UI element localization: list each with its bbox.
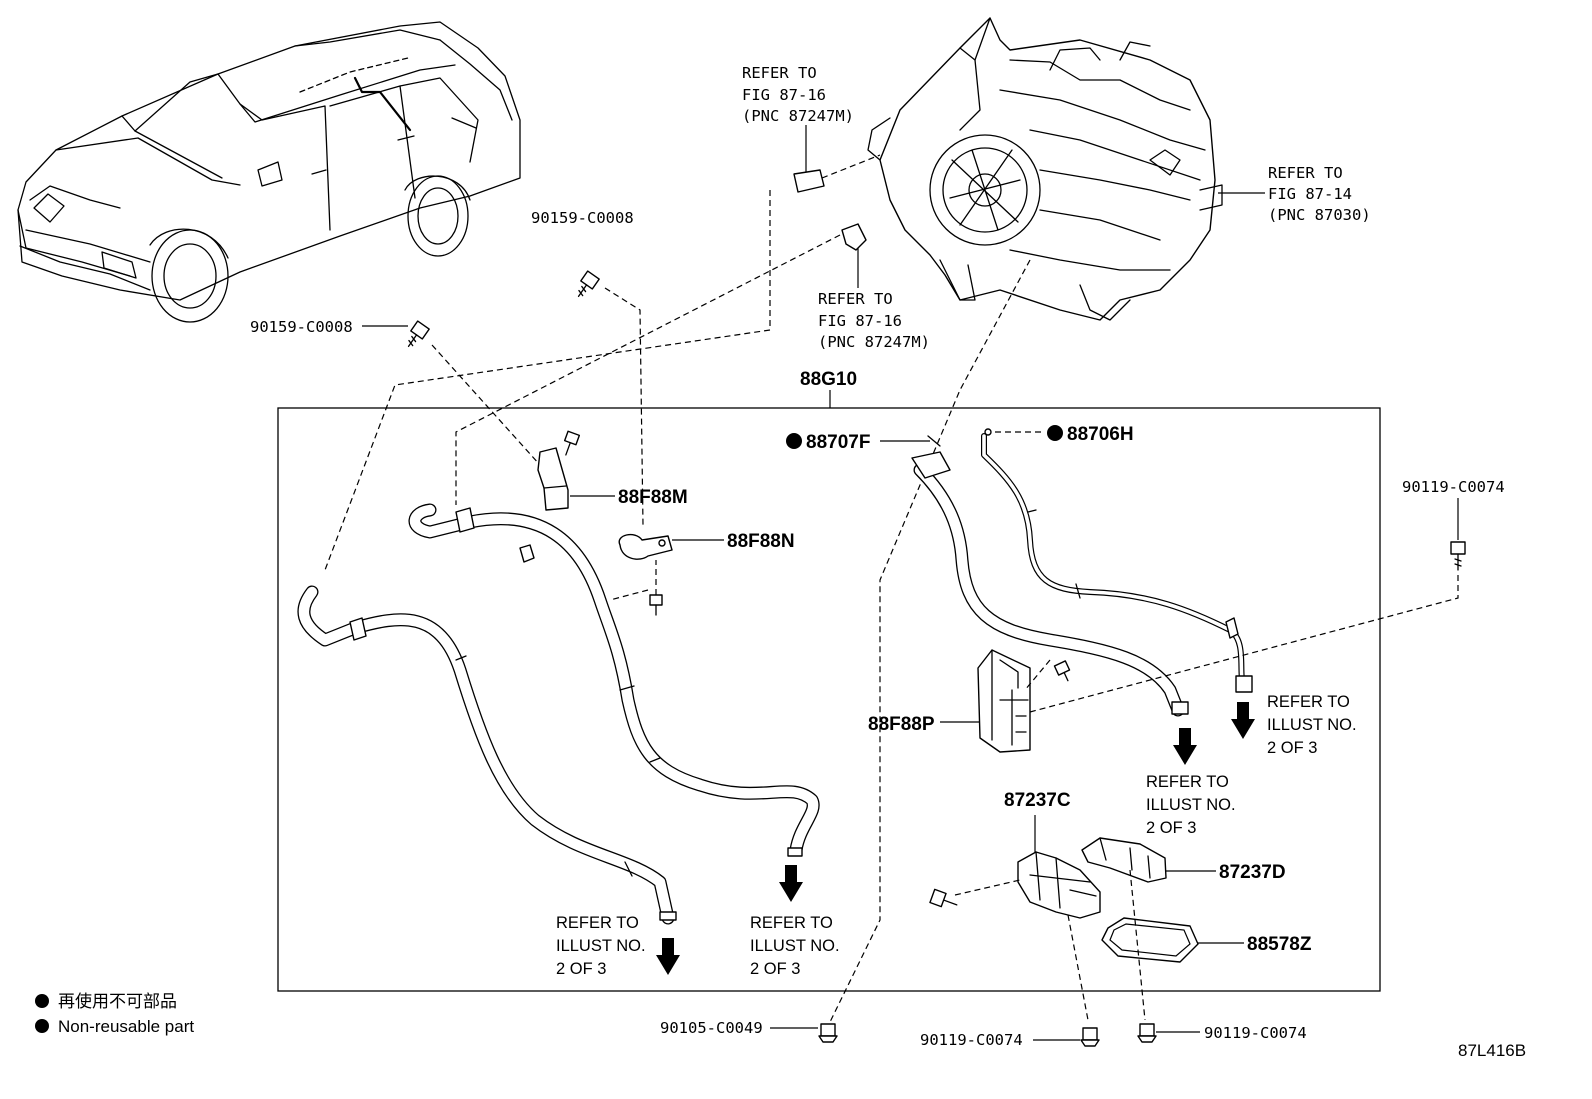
right-hose-assembly (911, 433, 1253, 717)
part-87237d-label: 87237D (1219, 862, 1286, 883)
clip-87247m-lower (841, 223, 867, 251)
bracket-88f88p: 88F88P (868, 649, 1071, 753)
clip-87247m-upper (793, 169, 825, 193)
bolt-icon (1450, 541, 1466, 571)
right-hose-1-ref-line3: 2 OF 3 (1146, 819, 1196, 837)
duct-parts: 87237C 87237D 88578Z (929, 790, 1312, 1021)
bolt-left-label: 90159-C0008 (250, 318, 353, 336)
bolt-icon (577, 270, 600, 298)
bolt-icon (407, 320, 430, 348)
clamp-88f88n: 88F88N (609, 531, 795, 616)
non-reusable-dot-icon (786, 433, 802, 449)
right-hose-2-ref-line2: ILLUST NO. (1267, 716, 1357, 734)
group-label: 88G10 (800, 369, 857, 390)
non-reusable-dot-icon (1047, 425, 1063, 441)
left-hose-2-ref-line3: 2 OF 3 (750, 960, 800, 978)
part-88578z-label: 88578Z (1247, 934, 1312, 955)
bracket-88f88m: 88F88M (537, 430, 688, 511)
left-hose-2-ref-line1: REFER TO (750, 914, 833, 932)
left-hose-assembly (297, 503, 820, 925)
ref-87-14-line1: REFER TO (1268, 164, 1343, 182)
ref-87-16-top-line3: (PNC 87247M) (742, 107, 854, 125)
figure-id: 87L416B (1458, 1041, 1526, 1060)
non-reusable-dot-icon (35, 1019, 49, 1033)
part-88706h-label: 88706H (1067, 424, 1134, 445)
part-88707f-label: 88707F (806, 432, 870, 453)
bolt-bottom-1-label: 90105-C0049 (660, 1019, 763, 1037)
down-arrow-icon (1173, 728, 1197, 765)
legend-en: Non-reusable part (58, 1017, 194, 1036)
ref-leaders-top: REFER TO FIG 87-16 (PNC 87247M) REFER TO… (324, 64, 1371, 571)
ref-87-16-mid-line3: (PNC 87247M) (818, 333, 930, 351)
ref-87-14-line2: FIG 87-14 (1268, 185, 1352, 203)
legend: 再使用不可部品 Non-reusable part (35, 991, 194, 1036)
ref-87-16-mid-line1: REFER TO (818, 290, 893, 308)
left-hose-2-ref-line2: ILLUST NO. (750, 937, 840, 955)
bolt-top-label: 90159-C0008 (531, 209, 634, 227)
part-87237c-label: 87237C (1004, 790, 1071, 811)
bolt-icon (1137, 1023, 1157, 1043)
non-reusable-dot-icon (35, 994, 49, 1008)
part-88f88n-label: 88F88N (727, 531, 795, 552)
right-illust-refs: REFER TO ILLUST NO. 2 OF 3 REFER TO ILLU… (1146, 693, 1357, 837)
right-hose-1-ref-line2: ILLUST NO. (1146, 796, 1236, 814)
left-hose-1-ref-line3: 2 OF 3 (556, 960, 606, 978)
down-arrow-icon (1231, 702, 1255, 739)
right-hose-1-ref-line1: REFER TO (1146, 773, 1229, 791)
ref-87-16-top-line1: REFER TO (742, 64, 817, 82)
down-arrow-icon (656, 938, 680, 975)
left-hose-1-ref-line2: ILLUST NO. (556, 937, 646, 955)
left-hose-1-ref-line1: REFER TO (556, 914, 639, 932)
ref-87-14-line3: (PNC 87030) (1268, 206, 1371, 224)
bolt-icon (818, 1023, 838, 1043)
part-88f88p-label: 88F88P (868, 714, 935, 735)
bolt-icon (1080, 1027, 1100, 1047)
left-illust-refs: REFER TO ILLUST NO. 2 OF 3 REFER TO ILLU… (556, 865, 840, 978)
group-88g10-frame (277, 407, 1381, 992)
bolt-bottom-3-label: 90119-C0074 (1204, 1024, 1307, 1042)
legend-jp: 再使用不可部品 (58, 991, 177, 1011)
right-hose-2-ref-line1: REFER TO (1267, 693, 1350, 711)
heater-unit-illustration (867, 17, 1223, 321)
ref-87-16-mid-line2: FIG 87-16 (818, 312, 902, 330)
bolt-bottom-2-label: 90119-C0074 (920, 1031, 1023, 1049)
vehicle-illustration (17, 21, 521, 323)
part-88f88m-label: 88F88M (618, 487, 688, 508)
down-arrow-icon (779, 865, 803, 902)
ref-87-16-top-line2: FIG 87-16 (742, 86, 826, 104)
right-hose-2-ref-line3: 2 OF 3 (1267, 739, 1317, 757)
bolt-right-label: 90119-C0074 (1402, 478, 1505, 496)
non-reusable-parts: 88707F 88706H (786, 424, 1134, 453)
bottom-bolts: 90105-C0049 90119-C0074 90119-C0074 (660, 1019, 1307, 1049)
